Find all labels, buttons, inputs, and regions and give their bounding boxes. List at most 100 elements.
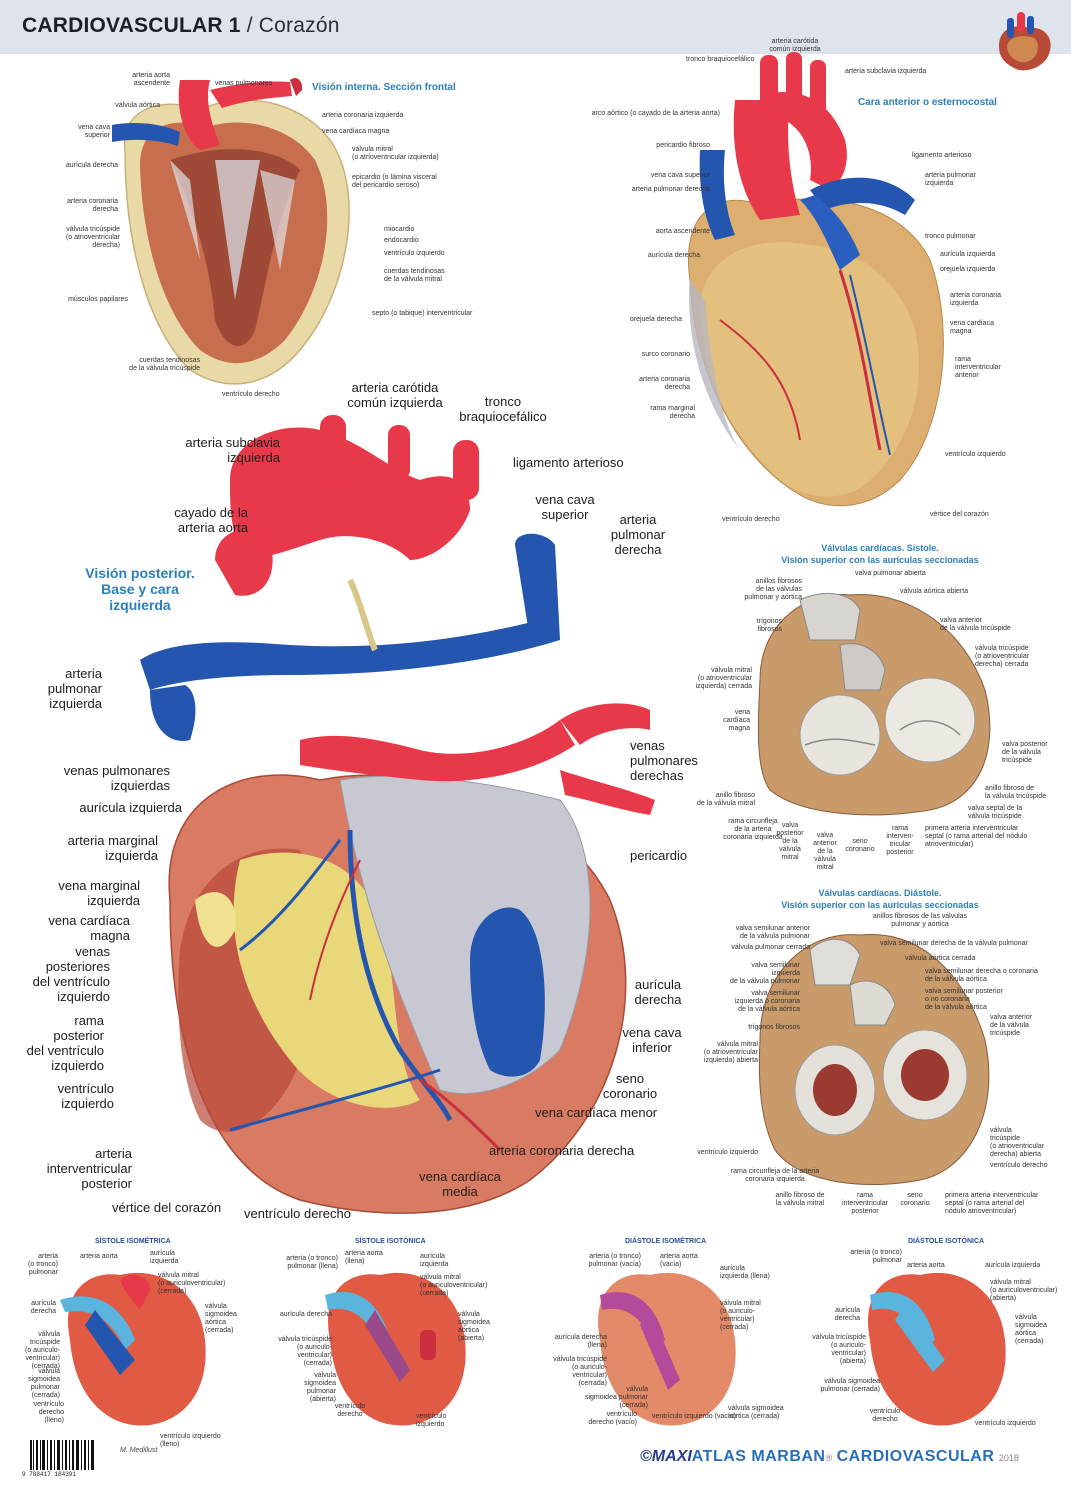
- label-semilunar-derecha-pulmonar: valva semilunar derecha de la válvula pu…: [880, 940, 1028, 947]
- barcode-number: 9 788417 184391: [22, 1471, 77, 1478]
- label-valva-anterior-mitral: valva anterior de la válvula mitral: [813, 832, 837, 871]
- label-valvula-mitral-abierta: válvula mitral (o atrioventricular izqui…: [703, 1041, 758, 1064]
- label-valva-posterior-mitral: valva posterior de la válvula mitral: [776, 822, 804, 861]
- phase-4-label: aurícula derecha: [834, 1307, 860, 1322]
- phase-4-label: válvula sigmoidea pulmonar (cerrada): [820, 1378, 880, 1393]
- label-ligamento-arterioso-posterior: ligamento arterioso: [513, 455, 624, 470]
- subtitle-text: Corazón: [258, 14, 340, 37]
- phase-3-label: válvula tricúspide (o auriculo- ventricu…: [553, 1356, 607, 1387]
- label-venas-pulmonares: venas pulmonares: [215, 80, 273, 87]
- phase-3-label: aurícula izquierda (llena): [720, 1265, 770, 1280]
- diastole-subheading: Visión superior con las aurículas seccio…: [781, 900, 979, 910]
- label-ventriculo-izquierdo-1: ventrículo izquierdo: [384, 250, 445, 257]
- phase-2-label: válvula sigmoidea pulmonar (abierta): [304, 1372, 336, 1403]
- label-valvula-mitral: válvula mitral (o atrioventricular izqui…: [352, 146, 439, 161]
- label-auricula-derecha-posterior: aurícula derecha: [634, 977, 682, 1007]
- systole-subheading: Visión superior con las aurículas seccio…: [781, 555, 979, 565]
- label-arteria-marginal-izquierda: arteria marginal izquierda: [67, 833, 158, 863]
- label-vena-cava-superior-anterior: vena cava superior: [650, 172, 710, 179]
- label-vertice-anterior: vértice del corazón: [930, 511, 989, 518]
- phase-3-label: arteria aorta (vacía): [660, 1253, 698, 1268]
- label-ventriculo-izquierdo-posterior: ventrículo izquierdo: [57, 1081, 114, 1111]
- phase-4-label: válvula sigmoidea aórtica (cerrada): [1015, 1314, 1047, 1345]
- label-trigonos-sistole: trígonos fibrosos: [756, 618, 782, 633]
- label-seno-coronario-diastole: seno coronario: [900, 1192, 930, 1207]
- brand-year: 2018: [998, 1453, 1019, 1463]
- label-vena-cardiaca-magna-posterior: vena cardíaca magna: [48, 913, 130, 943]
- label-auricula-izquierda-posterior: aurícula izquierda: [79, 800, 182, 815]
- label-interventricular-posterior: arteria interventricular posterior: [46, 1146, 132, 1191]
- phase-4-label: válvula mitral (o auriculoventricular) (…: [990, 1279, 1058, 1302]
- phase-3-label: válvula sigmoidea pulmonar (cerrada): [584, 1386, 648, 1409]
- label-cuerdas-tricuspide: cuerdas tendinosas de la válvula tricúsp…: [129, 357, 200, 372]
- label-coronaria-derecha-anterior: arteria coronaria derecha: [639, 376, 690, 391]
- label-rama-interventricular-sistole: rama interven- tricular posterior: [886, 825, 914, 856]
- label-vena-cava-inferior: vena cava inferior: [622, 1025, 682, 1055]
- phase-2-label: aurícula izquierda: [420, 1253, 449, 1268]
- phase-1-label: válvula tricúspide (o auriculo- ventricu…: [24, 1331, 60, 1370]
- phase-2-title: SÍSTOLE ISOTÓNICA: [355, 1238, 426, 1245]
- phase-1-label: aurícula derecha: [30, 1300, 56, 1315]
- label-anillos-fibrosos-sistole: anillos fibrosos de las válvulas pulmona…: [744, 578, 802, 601]
- phase-4-label: ventrículo izquierdo: [975, 1420, 1036, 1427]
- heart-thumbnail-icon: [999, 12, 1051, 71]
- phase-2-label: ventrículo izquierdo: [416, 1413, 447, 1428]
- label-venas-posteriores: venas posteriores del ventrículo izquier…: [32, 944, 110, 1004]
- label-seno-coronario-posterior: seno coronario: [602, 1071, 658, 1101]
- label-ligamento-arterioso-anterior: ligamento arterioso: [912, 152, 972, 159]
- label-valvula-aortica-abierta: válvula aórtica abierta: [900, 588, 969, 595]
- label-carotida-anterior: arteria carótida común izquierda: [769, 38, 821, 53]
- label-anillo-tricuspide-sistole: anillo fibroso de la válvula tricúspide: [985, 785, 1047, 800]
- label-arteria-coronaria-derecha-posterior: arteria coronaria derecha: [489, 1143, 635, 1158]
- label-pulmonar-derecha-anterior: arteria pulmonar derecha: [631, 186, 710, 193]
- label-aorta-ascendente: arteria aorta ascendente: [132, 72, 170, 87]
- label-subclavia-posterior: arteria subclavia izquierda: [185, 435, 280, 465]
- label-valva-septal: valva septal de la válvula tricúspide: [968, 805, 1023, 820]
- label-semilunar-izquierda-aortica: valva semilunar izquierda o coronaria de…: [734, 990, 800, 1013]
- label-vena-cardiaca-magna: vena cardíaca magna: [322, 128, 390, 135]
- phase-3-label: válvula sigmoidea aórtica (cerrada): [728, 1405, 784, 1420]
- phase-1-label: aurícula izquierda: [150, 1250, 179, 1265]
- label-cayado-aorta: cayado de la arteria aorta: [174, 505, 248, 535]
- label-ventriculo-derecho-posterior: ventrículo derecho: [244, 1206, 351, 1221]
- label-auricula-izquierda-anterior: aurícula izquierda: [940, 251, 996, 258]
- label-valva-anterior-tricuspide-diastole: valva anterior de la válvula tricúspide: [990, 1014, 1033, 1037]
- label-vena-cardiaca-media: vena cardíaca media: [419, 1169, 501, 1199]
- label-tronco-braquiocefalico-anterior: tronco braquiocefálico: [686, 56, 755, 63]
- phase-2-label: válvula mitral (o auriculoventricular) (…: [420, 1274, 488, 1297]
- header-bar: [0, 0, 1071, 54]
- phase-2-label: aurícula derecha: [279, 1311, 332, 1318]
- title-text: CARDIOVASCULAR 1: [22, 14, 241, 37]
- systole-heading: Válvulas cardíacas. Sístole.: [821, 543, 939, 553]
- label-semilunar-izquierda-pulmonar: valva semilunar izquierda de la válvula …: [729, 962, 800, 985]
- label-septo: septo (o tabique) interventricular: [372, 310, 473, 317]
- label-rama-interventricular-diastole: rama interventricular posterior: [842, 1192, 888, 1215]
- label-orejuela-derecha: orejuela derecha: [629, 316, 682, 323]
- phase-1-label: ventrículo derecho (lleno): [33, 1401, 64, 1424]
- label-vena-cava-superior: vena cava superior: [78, 124, 110, 139]
- label-valvula-tricuspide-abierta: válvula tricúspide (o atrioventricular d…: [990, 1127, 1045, 1158]
- label-tronco-pulmonar: tronco pulmonar: [925, 233, 976, 240]
- internal-section-illustration: [112, 78, 350, 385]
- phase-3-label: aurícula derecha (llena): [554, 1334, 607, 1349]
- label-coronaria-izquierda-anterior: arteria coronaria izquierda: [950, 292, 1001, 307]
- label-seno-coronario-sistole: seno coronario: [845, 838, 875, 853]
- phase-2-label: válvula tricúspide (o auriculo- ventricu…: [278, 1336, 332, 1367]
- phase-3-label: ventrículo derecho (vacío): [588, 1411, 637, 1426]
- phase-3-label: válvula mitral (o auriculo- ventricular)…: [720, 1300, 761, 1331]
- label-subclavia-anterior: arteria subclavia izquierda: [845, 68, 927, 75]
- phase-2-label: arteria aorta (llena): [345, 1250, 383, 1265]
- label-pericardio: pericardio: [630, 848, 688, 863]
- internal-section-heading: Visión interna. Sección frontal: [312, 82, 456, 93]
- phase-2-label: arteria (o tronco) pulmonar (llena): [286, 1255, 338, 1270]
- label-vena-cardiaca-magna-sistole: vena cardíaca magna: [723, 709, 750, 732]
- label-valvula-tricuspide-cerrada: válvula tricúspide (o atrioventricular d…: [975, 645, 1030, 668]
- label-miocardio: miocardio: [384, 226, 415, 233]
- label-valvula-mitral-cerrada: válvula mitral (o atrioventricular izqui…: [695, 667, 752, 690]
- label-arteria-coronaria-derecha: arteria coronaria derecha: [67, 198, 118, 213]
- label-semilunar-posterior-aortica: valva semilunar posterior o no coronaria…: [925, 988, 1003, 1011]
- label-orejuela-izquierda: orejuela izquierda: [940, 266, 996, 273]
- brand-maxi: ©MAXI: [640, 1448, 692, 1465]
- label-venas-pulmonares-derechas: venas pulmonares derechas: [630, 738, 698, 783]
- phase-3-label: arteria (o tronco) pulmonar (vacía): [588, 1253, 641, 1268]
